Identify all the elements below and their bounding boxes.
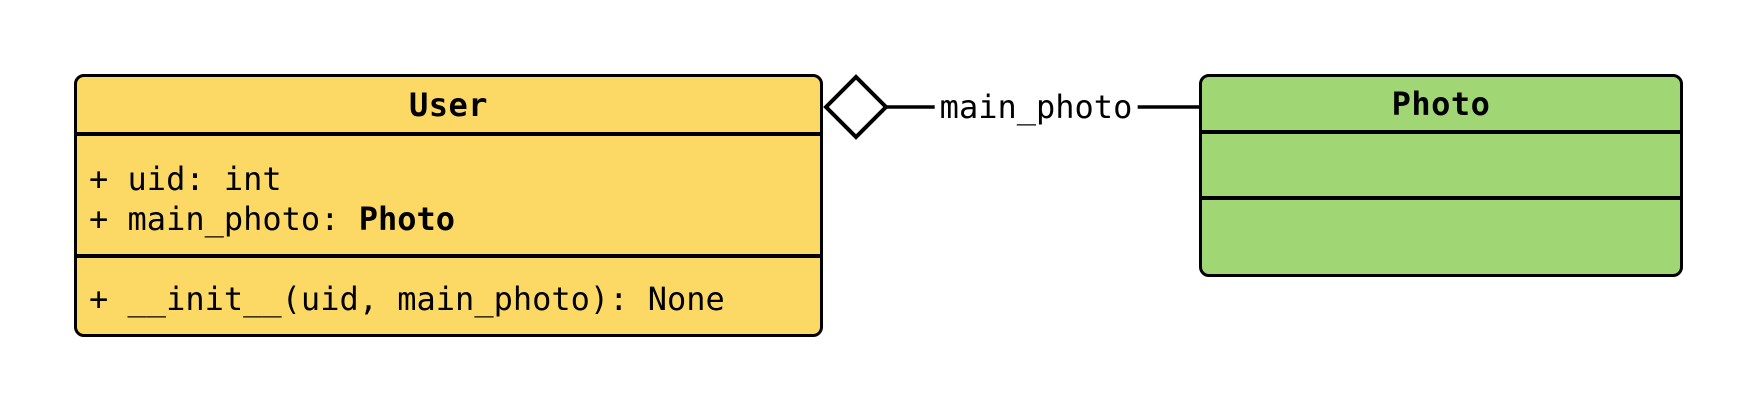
methods-section-photo (1202, 200, 1680, 274)
aggregation-diamond-icon (823, 74, 889, 140)
edge-label-main-photo: main_photo (934, 88, 1138, 126)
class-name-user: User (408, 85, 489, 124)
attribute-main-photo-text: + main_photo: (89, 200, 359, 238)
attributes-section-photo (1202, 134, 1680, 200)
class-box-user: User + uid: int + main_photo: Photo + __… (74, 74, 823, 337)
method-init: + __init__(uid, main_photo): None (89, 280, 725, 318)
class-header-user: User (77, 77, 820, 136)
attribute-uid-text: + uid: (89, 160, 224, 198)
attributes-section-user: + uid: int + main_photo: Photo (77, 136, 820, 258)
attribute-uid: + uid: int (89, 159, 820, 199)
methods-section-user: + __init__(uid, main_photo): None (77, 258, 820, 334)
attribute-main-photo-type: Photo (358, 200, 456, 238)
class-header-photo: Photo (1202, 77, 1680, 134)
class-box-photo: Photo (1199, 74, 1683, 277)
attribute-uid-type: int (223, 160, 282, 198)
attribute-main-photo: + main_photo: Photo (89, 199, 820, 239)
class-name-photo: Photo (1391, 84, 1491, 123)
